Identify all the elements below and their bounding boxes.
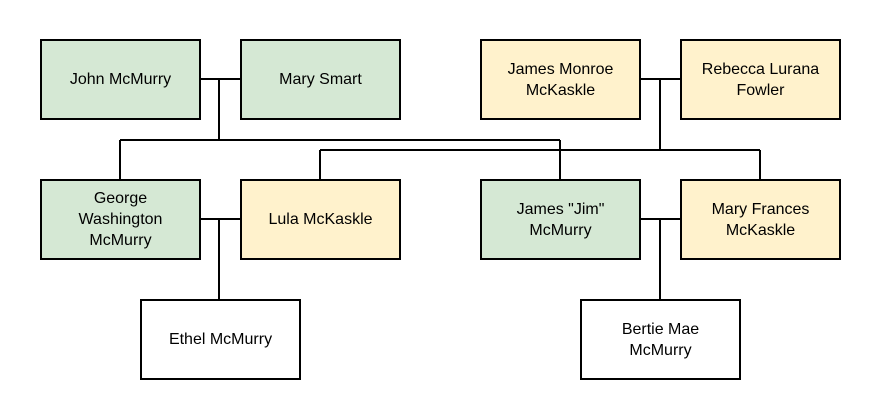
person-name: John McMurry xyxy=(69,71,172,88)
person-name: James Monroe McKaskle xyxy=(507,60,614,99)
person-george-washington-mcmurry: George Washington McMurry xyxy=(40,179,201,260)
person-name: Mary Smart xyxy=(279,71,362,88)
person-name: Bertie Mae McMurry xyxy=(621,320,700,359)
person-name: Rebecca Lurana Fowler xyxy=(701,60,820,99)
person-name: James "Jim" McMurry xyxy=(516,200,605,239)
person-name: Lula McKaskle xyxy=(268,211,373,228)
person-lula-mckaskle: Lula McKaskle xyxy=(240,179,401,260)
person-ethel-mcmurry: Ethel McMurry xyxy=(140,299,301,380)
person-john-mcmurry: John McMurry xyxy=(40,39,201,120)
person-mary-frances-mckaskle: Mary Frances McKaskle xyxy=(680,179,841,260)
person-mary-smart: Mary Smart xyxy=(240,39,401,120)
person-name: George Washington McMurry xyxy=(78,190,163,249)
person-name: Ethel McMurry xyxy=(168,331,273,348)
person-james-monroe-mckaskle: James Monroe McKaskle xyxy=(480,39,641,120)
person-james-jim-mcmurry: James "Jim" McMurry xyxy=(480,179,641,260)
person-name: Mary Frances McKaskle xyxy=(711,200,810,239)
person-bertie-mae-mcmurry: Bertie Mae McMurry xyxy=(580,299,741,380)
person-rebecca-lurana-fowler: Rebecca Lurana Fowler xyxy=(680,39,841,120)
